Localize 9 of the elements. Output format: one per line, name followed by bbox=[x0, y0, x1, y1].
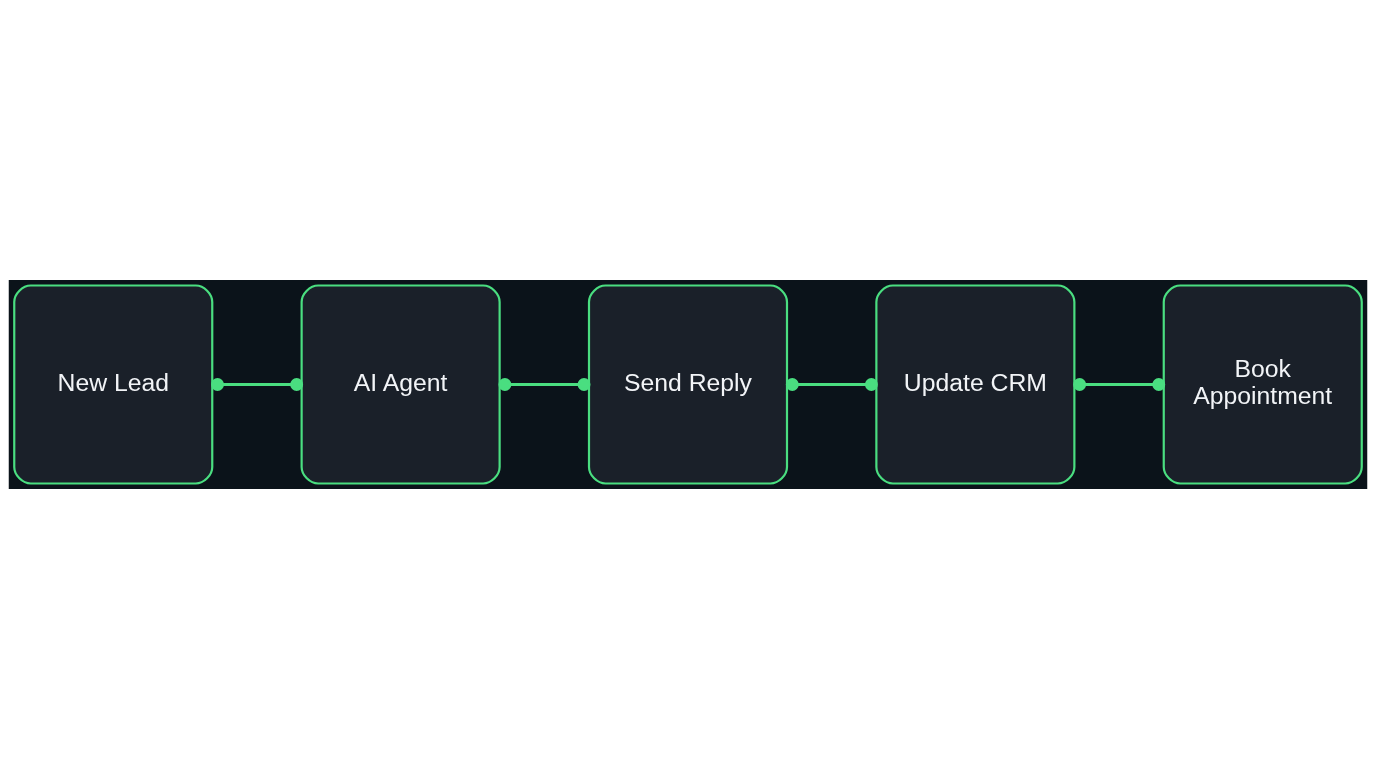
node-box: New Lead bbox=[13, 283, 214, 485]
node-box: Send Reply bbox=[587, 283, 789, 485]
connector bbox=[785, 377, 878, 391]
connector bbox=[1073, 377, 1166, 391]
node-box: AI Agent bbox=[300, 283, 501, 485]
node-box: Update CRM bbox=[875, 283, 1076, 485]
node-box: Book Appointment bbox=[1162, 283, 1363, 485]
connector bbox=[211, 377, 304, 391]
connector bbox=[498, 377, 591, 391]
